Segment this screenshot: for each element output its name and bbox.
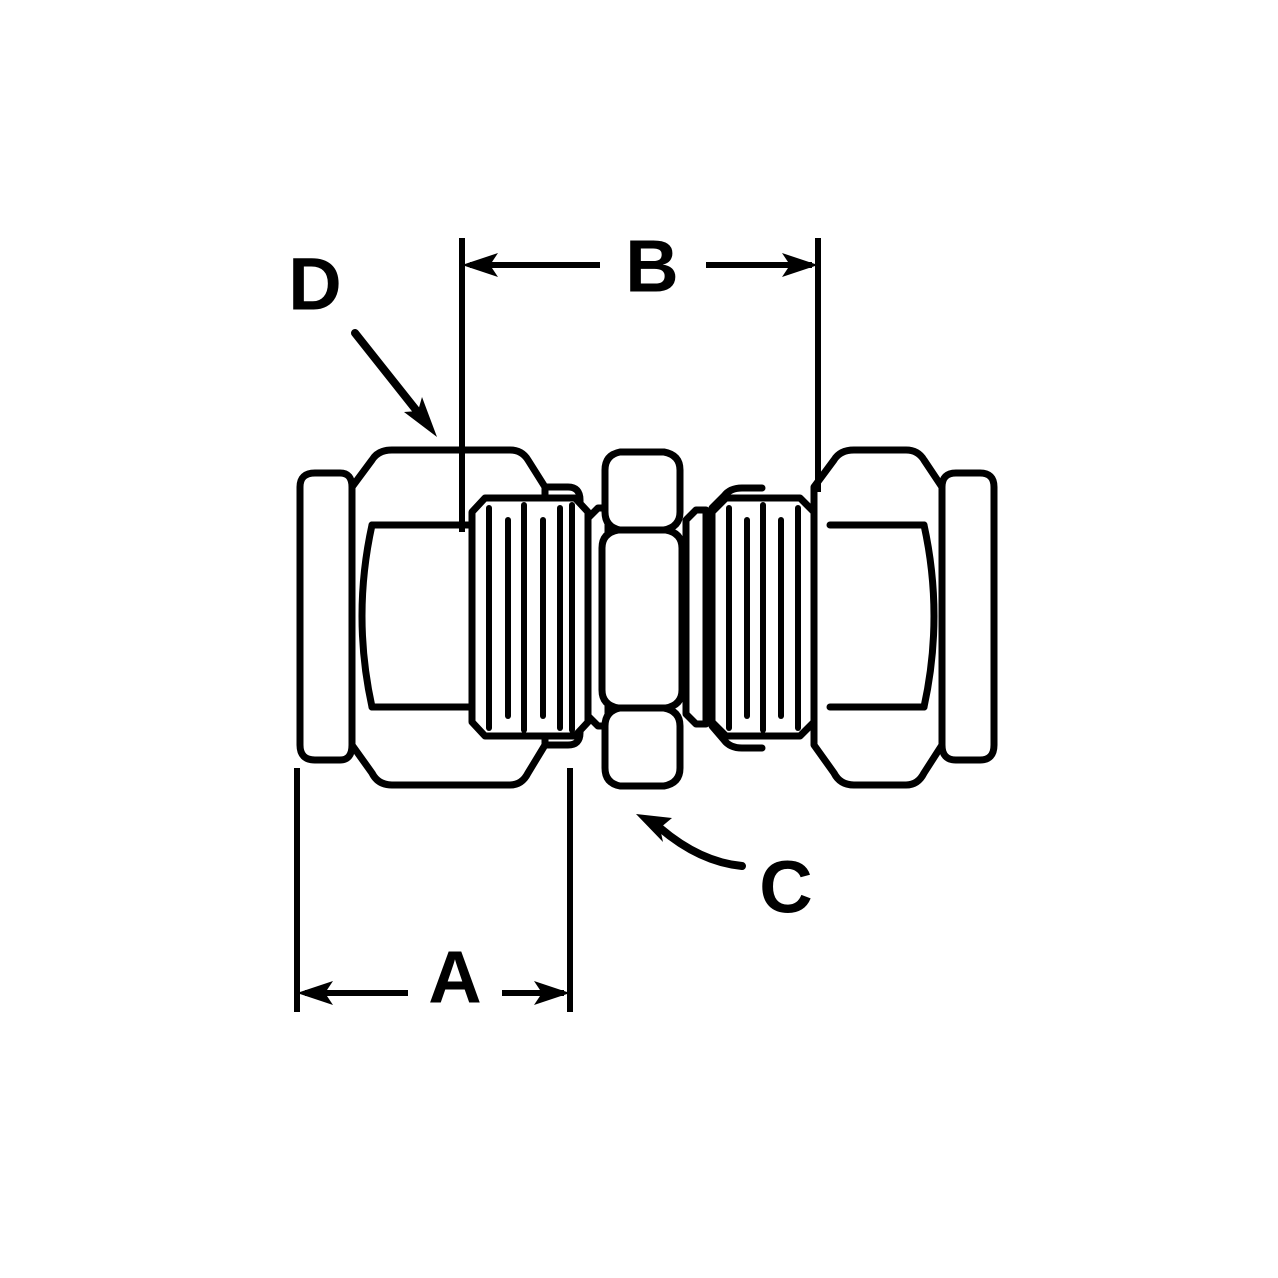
dimension-b: B	[459, 225, 821, 532]
callout-d-leader	[351, 329, 428, 424]
dimension-a-label: A	[428, 936, 481, 1019]
right-sleeve-collar	[682, 506, 710, 728]
right-end-collar	[938, 469, 998, 764]
right-hex-nut	[810, 446, 946, 789]
left-end-collar	[296, 469, 356, 764]
dimension-b-arrow-right	[782, 253, 818, 277]
callout-d: D	[288, 243, 437, 437]
callout-c-arrow	[636, 814, 672, 842]
dimension-b-label: B	[625, 225, 678, 308]
right-knurled-sleeve	[708, 494, 818, 740]
part-assembly	[296, 446, 998, 790]
dimension-a-arrow-left	[297, 981, 333, 1005]
callout-c: C	[636, 814, 813, 929]
dimension-a: A	[294, 768, 573, 1019]
callout-d-label: D	[288, 243, 341, 326]
callout-c-leader	[656, 824, 746, 870]
callout-c-label: C	[759, 846, 812, 929]
dimension-a-arrow-right	[534, 981, 570, 1005]
left-knurled-sleeve	[468, 494, 592, 740]
dimension-b-arrow-left	[462, 253, 498, 277]
center-hex-nut	[598, 448, 686, 790]
callout-d-arrow	[404, 397, 437, 437]
